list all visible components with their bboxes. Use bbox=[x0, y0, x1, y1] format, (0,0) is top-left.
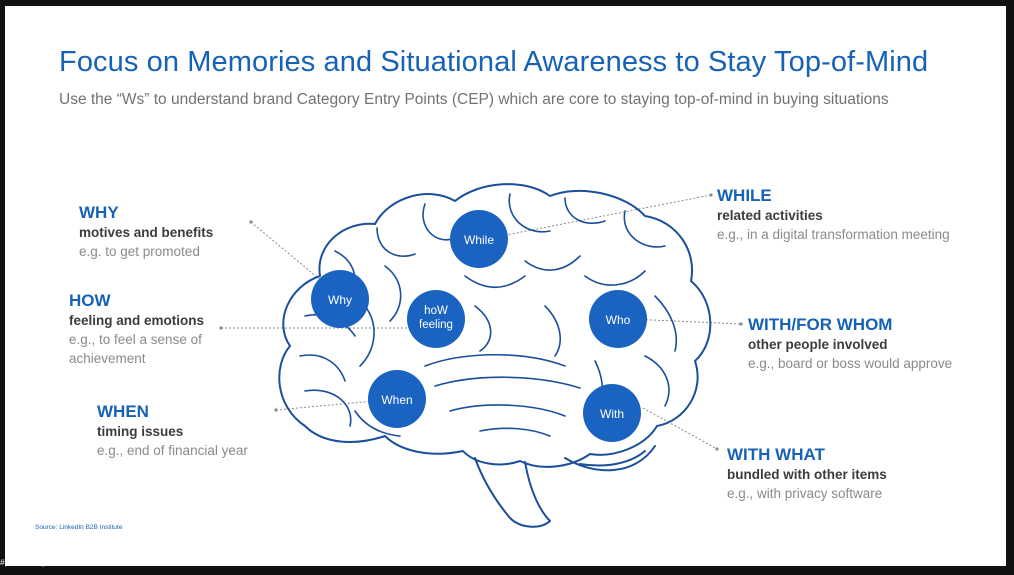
label-how-sub: feeling and emotions bbox=[69, 313, 205, 328]
source-note: Source: LinkedIn B2B Institute bbox=[35, 524, 123, 531]
node-why: Why bbox=[311, 270, 369, 328]
node-how: hoW feeling bbox=[407, 290, 465, 348]
label-while-sub: related activities bbox=[717, 208, 823, 223]
footer-hashtag: #poweredbycustomerscience bbox=[0, 557, 111, 567]
brain-outline bbox=[278, 183, 712, 528]
page-title: Focus on Memories and Situational Awaren… bbox=[59, 46, 929, 78]
brain-diagram: While Why hoW feeling Who When With bbox=[219, 183, 743, 528]
page-subtitle: Use the “Ws” to understand brand Categor… bbox=[59, 91, 889, 108]
svg-text:Why: Why bbox=[328, 293, 352, 307]
label-how-example-2: achievement bbox=[69, 351, 146, 366]
slide: Focus on Memories and Situational Awaren… bbox=[5, 6, 1006, 566]
svg-text:hoW: hoW bbox=[424, 305, 448, 317]
label-why: WHY motives and benefits e.g. to get pro… bbox=[79, 202, 213, 261]
svg-text:When: When bbox=[381, 393, 412, 407]
node-when: When bbox=[368, 370, 426, 428]
svg-text:While: While bbox=[464, 233, 494, 247]
label-with-for-whom-head: WITH/FOR WHOM bbox=[748, 315, 893, 334]
label-with-for-whom: WITH/FOR WHOM other people involved e.g.… bbox=[748, 314, 952, 373]
label-why-head: WHY bbox=[79, 203, 119, 222]
label-how-example-1: e.g., to feel a sense of bbox=[69, 332, 202, 347]
svg-text:With: With bbox=[600, 407, 624, 421]
label-while: WHILE related activities e.g., in a digi… bbox=[717, 185, 950, 244]
cep-nodes: While Why hoW feeling Who When With bbox=[311, 210, 647, 442]
connector-dots bbox=[219, 193, 743, 451]
label-with-what-head: WITH WHAT bbox=[727, 445, 825, 464]
label-with-for-whom-sub: other people involved bbox=[748, 337, 888, 352]
label-when-example: e.g., end of financial year bbox=[97, 443, 248, 458]
label-why-example: e.g. to get promoted bbox=[79, 244, 200, 259]
svg-text:feeling: feeling bbox=[419, 319, 453, 331]
label-with-what: WITH WHAT bundled with other items e.g.,… bbox=[727, 444, 887, 503]
label-when-sub: timing issues bbox=[97, 424, 184, 439]
label-with-for-whom-example: e.g., board or boss would approve bbox=[748, 356, 953, 371]
label-how-head: HOW bbox=[69, 291, 111, 310]
connector-who bbox=[629, 318, 742, 325]
label-when-head: WHEN bbox=[97, 402, 149, 421]
label-when: WHEN timing issues e.g., end of financia… bbox=[97, 401, 248, 460]
connector-why bbox=[250, 221, 331, 289]
brain-folds bbox=[299, 193, 678, 437]
svg-text:Who: Who bbox=[606, 313, 631, 327]
label-with-what-example: e.g., with privacy software bbox=[727, 486, 883, 501]
label-why-sub: motives and benefits bbox=[79, 225, 214, 240]
label-while-head: WHILE bbox=[717, 186, 772, 205]
node-with: With bbox=[583, 384, 641, 442]
label-with-what-sub: bundled with other items bbox=[727, 467, 887, 482]
node-who: Who bbox=[589, 290, 647, 348]
label-how: HOW feeling and emotions e.g., to feel a… bbox=[69, 290, 204, 368]
node-while: While bbox=[450, 210, 508, 268]
label-while-example: e.g., in a digital transformation meetin… bbox=[717, 227, 950, 242]
